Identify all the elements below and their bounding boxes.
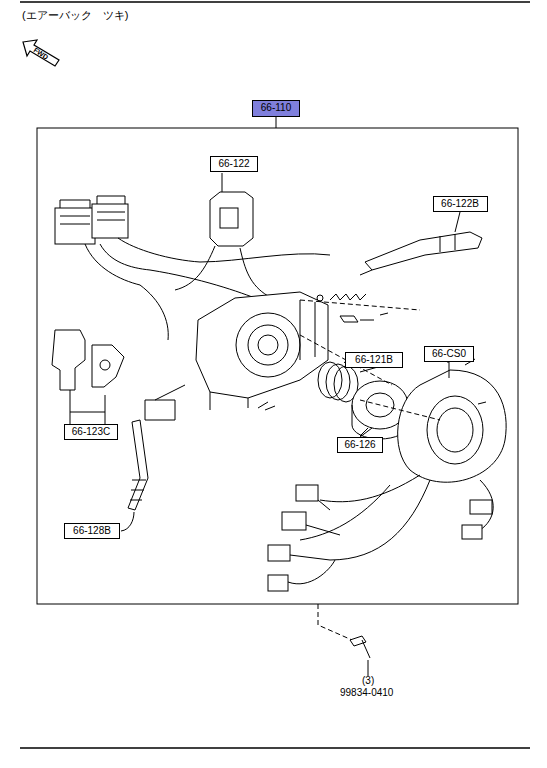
- turn-cancel-bracket: [52, 330, 124, 425]
- callout-number: 66-CS0: [432, 349, 466, 359]
- callout-number: 66-121B: [355, 355, 393, 365]
- part-number: 66-CS0: [424, 346, 474, 362]
- assembly-number: 66-110: [252, 100, 300, 117]
- assembly-frame: [37, 128, 518, 604]
- part-number: 66-121B: [345, 352, 403, 368]
- cancel-spring: [318, 362, 358, 402]
- callout-number: 66-128B: [73, 526, 111, 536]
- screw: [265, 313, 486, 676]
- part-number: 66-128B: [64, 523, 120, 539]
- callout-number: 66-126: [344, 440, 375, 450]
- hazard-switch: [175, 173, 268, 296]
- part-number: 66-126: [337, 437, 383, 453]
- light-lever: [121, 385, 185, 531]
- wiper-lever: [360, 212, 482, 275]
- quantity: (3): [362, 676, 374, 686]
- callout-number: 66-110: [261, 103, 291, 113]
- callout-number: 66-122B: [441, 199, 479, 209]
- switch-body: [196, 292, 328, 410]
- part-number: 99834-0410: [340, 688, 393, 698]
- direction-text: FWD: [32, 46, 49, 61]
- airbag-connectors: [268, 485, 340, 591]
- heading: (エアーバック ツキ): [22, 8, 128, 23]
- callout-number: 66-122: [218, 159, 249, 169]
- callout-number: 66-123C: [72, 427, 110, 437]
- part-number: 66-122B: [433, 196, 488, 212]
- part-number: 66-123C: [64, 424, 118, 440]
- part-number: 66-122: [210, 156, 258, 172]
- clock-spring: [300, 357, 506, 560]
- forward-arrow: FWD: [21, 38, 61, 68]
